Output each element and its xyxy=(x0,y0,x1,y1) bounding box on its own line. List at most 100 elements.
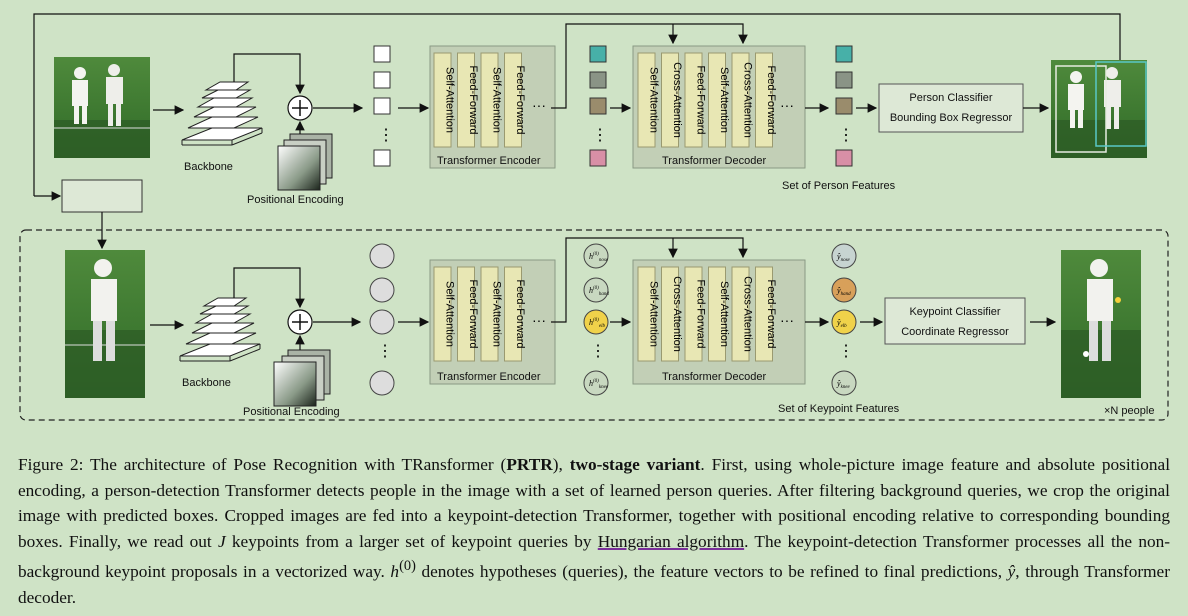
encoder-label-top: Transformer Encoder xyxy=(437,155,541,167)
decoder-bottom-block-label: Self-Attention xyxy=(648,281,660,347)
decoder-bottom-block-label: Self-Attention xyxy=(718,281,730,347)
decoder-bottom-block-label: Feed-Forward xyxy=(695,279,707,348)
architecture-diagram: Backbone Positional Encoding ⋮ Self-Atte… xyxy=(19,13,1169,421)
decoder-top-block-label: Self-Attention xyxy=(718,67,730,133)
person-features xyxy=(835,45,853,167)
positional-encoding-bottom xyxy=(273,349,331,407)
decoder-bottom-block xyxy=(637,266,656,362)
bbox-regressor-label: Bounding Box Regressor xyxy=(890,112,1013,124)
encoder-top-block xyxy=(504,52,522,148)
person-classifier-label: Person Classifier xyxy=(909,92,992,104)
keypoint-feature-label: ŷhand xyxy=(836,286,851,297)
keypoint-feature xyxy=(831,243,857,269)
decoder-top-block xyxy=(708,52,726,148)
backbone-label-bottom: Backbone xyxy=(182,377,231,389)
backbone-top xyxy=(181,81,263,146)
input-image xyxy=(54,57,150,158)
detection-output-image xyxy=(1051,60,1147,158)
keypoint-query xyxy=(583,370,609,396)
prtr-term: PRTR xyxy=(506,455,553,474)
svg-text:···: ··· xyxy=(532,312,546,328)
decoder-bottom-block xyxy=(661,266,679,362)
keypoint-classifier-label: Keypoint Classifier xyxy=(909,306,1000,318)
person-query xyxy=(589,45,607,63)
sum-node-top xyxy=(287,95,313,121)
keypoint-features: ŷnose ŷhand ŷelb ŷknee xyxy=(831,243,857,396)
positional-label-bottom: Positional Encoding xyxy=(243,406,340,418)
keypoint-features-label: Set of Keypoint Features xyxy=(778,403,900,415)
keypoint-query-label: h(0)nose xyxy=(589,252,609,263)
coordinate-regressor-label: Coordinate Regressor xyxy=(901,326,1009,338)
backbone-bottom xyxy=(179,297,261,362)
crop-box xyxy=(61,179,143,213)
person-features-label: Set of Person Features xyxy=(782,180,896,192)
keypoint-feature-label: ŷelb xyxy=(836,318,847,329)
keypoint-feature xyxy=(831,370,857,396)
sum-node-bottom xyxy=(287,309,313,335)
svg-text:⋮: ⋮ xyxy=(377,343,393,360)
h0-symbol: h xyxy=(390,562,400,582)
keypoint-query-label: h(0)hand xyxy=(589,286,609,297)
caption-text: , through Transformer decoder. xyxy=(18,562,1170,607)
caption-text: . First, using whole-picture image featu… xyxy=(18,455,1170,551)
decoder-top-block xyxy=(684,52,703,148)
decoder-bottom-block xyxy=(708,266,726,362)
decoder-bottom-block-label: Cross-Attention xyxy=(742,276,754,352)
person-query xyxy=(589,97,607,115)
encoder-bottom-block-label: Feed-Forward xyxy=(514,279,526,348)
encoder-bottom-block-label: Self-Attention xyxy=(444,281,456,347)
cropped-image xyxy=(65,250,145,398)
keypoint-head: Keypoint Classifier Coordinate Regressor xyxy=(884,297,1026,345)
person-queries xyxy=(589,45,607,167)
encoder-top-block xyxy=(457,52,475,148)
backbone-label-top: Backbone xyxy=(184,161,233,173)
svg-text:···: ··· xyxy=(780,312,794,328)
per-person-dashed-frame xyxy=(19,229,1169,421)
decoder-top-block-label: Feed-Forward xyxy=(765,65,777,134)
decoder-label-top: Transformer Decoder xyxy=(662,155,766,167)
top-loop-line xyxy=(33,13,1121,196)
encoder-top-block xyxy=(433,52,452,148)
encoder-top-block xyxy=(480,52,499,148)
keypoint-output-image xyxy=(1061,250,1141,398)
decoder-top-block xyxy=(755,52,773,148)
svg-text:⋮: ⋮ xyxy=(838,127,854,144)
encoder-bottom-block xyxy=(457,266,475,362)
person-query xyxy=(589,71,607,89)
person-query xyxy=(589,149,607,167)
hungarian-algorithm-link[interactable]: Hungarian algorithm xyxy=(597,531,745,551)
decoder-bottom-block xyxy=(684,266,703,362)
keypoint-feature-label: ŷnose xyxy=(836,252,851,263)
caption-text: ), xyxy=(552,455,570,474)
keypoint-query xyxy=(583,243,609,269)
decoder-top-block-label: Cross-Attention xyxy=(671,62,683,138)
encoder-top-block-label: Feed-Forward xyxy=(514,65,526,134)
variant-term: two-stage variant xyxy=(569,455,701,474)
decoder-bottom-block-label: Feed-Forward xyxy=(765,279,777,348)
encoder-bottom-block-label: Feed-Forward xyxy=(467,279,479,348)
decoder-top-block-label: Self-Attention xyxy=(648,67,660,133)
encoder-top-block-label: Self-Attention xyxy=(491,67,503,133)
decoder-bottom-block-label: Cross-Attention xyxy=(671,276,683,352)
figure-caption: Figure 2: The architecture of Pose Recog… xyxy=(18,452,1170,610)
encoder-bottom-block-label: Self-Attention xyxy=(491,281,503,347)
decoder-bottom-block xyxy=(755,266,773,362)
svg-text:⋮: ⋮ xyxy=(378,127,394,144)
keypoint-feature xyxy=(831,309,857,335)
keypoint-feature-label: ŷknee xyxy=(836,379,851,390)
person-head: Person Classifier Bounding Box Regressor xyxy=(878,83,1024,133)
person-feature xyxy=(835,71,853,89)
svg-text:⋮: ⋮ xyxy=(590,343,606,360)
yhat-symbol: ŷ xyxy=(1007,562,1016,582)
encoder-top-block-label: Feed-Forward xyxy=(467,65,479,134)
encoder-bottom-block xyxy=(480,266,499,362)
figure-label: Figure 2: xyxy=(18,455,84,474)
keypoint-query xyxy=(583,277,609,303)
keypoint-query xyxy=(583,309,609,335)
keypoint-query-label: h(0)elb xyxy=(589,318,605,329)
encoder-label-bottom: Transformer Encoder xyxy=(437,371,541,383)
decoder-top-block-label: Feed-Forward xyxy=(695,65,707,134)
feature-tokens-top xyxy=(373,45,391,167)
positional-label-top: Positional Encoding xyxy=(247,194,344,206)
